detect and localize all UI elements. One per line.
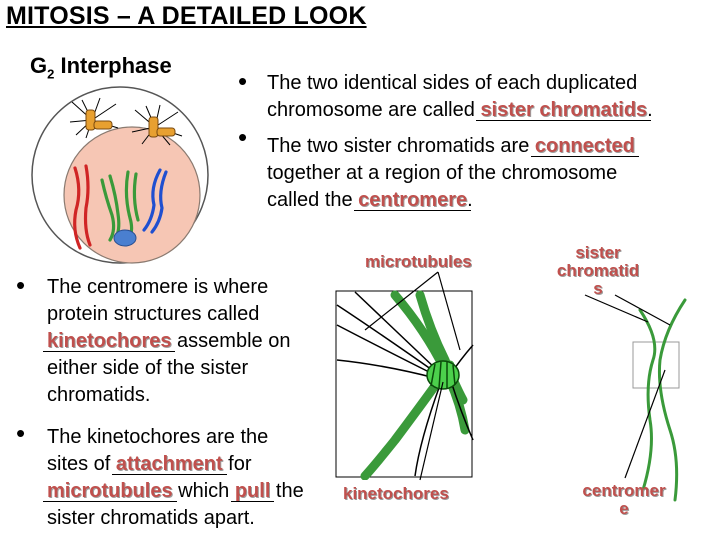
bullet-line: kinetochores assemble on xyxy=(42,328,291,355)
bullet-line: microtubules which pull the xyxy=(43,478,304,505)
fill-in-answer: pull xyxy=(230,478,274,505)
bullet-line: together at a region of the chromosome xyxy=(267,162,618,184)
text-run: The two sister chromatids are xyxy=(267,135,535,157)
bullet-line: The centromere is where xyxy=(47,276,269,298)
text-run: for xyxy=(222,453,252,475)
bullet-marker: • xyxy=(16,270,26,300)
bullet-line: sister chromatids apart. xyxy=(47,507,255,529)
label-centromere: centromer e xyxy=(572,482,676,518)
label-line: chromatid xyxy=(556,261,640,280)
label-line: e xyxy=(619,499,629,518)
nucleus xyxy=(63,126,201,264)
bullet-centromere: The two sister chromatids are connected … xyxy=(267,133,639,214)
slide-title: MITOSIS – A DETAILED LOOK xyxy=(6,2,367,30)
bullet-line: called the centromere. xyxy=(267,187,635,214)
nucleolus xyxy=(113,229,137,247)
fill-in-answer: connected xyxy=(530,133,639,160)
fill-in-answer: sister chromatids xyxy=(476,97,651,124)
text-run: assemble on xyxy=(171,330,291,352)
fill-in-answer: kinetochores xyxy=(42,328,176,355)
text-run: which xyxy=(172,480,235,502)
bullet-kinetochores: The centromere is where protein structur… xyxy=(42,274,291,409)
bullet-marker: • xyxy=(16,418,26,448)
label-sister-chromatids: sister chromatid s xyxy=(546,244,650,298)
text-run: . xyxy=(647,99,653,121)
text-run: . xyxy=(467,189,473,211)
bullet-sister-chromatids: The two identical sides of each duplicat… xyxy=(267,70,653,124)
label-line: s xyxy=(593,279,603,298)
phase-heading: G2 Interphase xyxy=(30,53,172,81)
bullet-line: The kinetochores are the xyxy=(47,426,269,448)
bullet-attachment: The kinetochores are the sites of attach… xyxy=(43,424,304,532)
phase-heading-rest: Interphase xyxy=(54,53,172,78)
label-microtubules: microtubules xyxy=(365,252,472,271)
bullet-line: protein structures called xyxy=(47,303,260,325)
text-run: sites of xyxy=(47,453,116,475)
text-run: chromosome are called xyxy=(267,99,481,121)
fill-in-answer: microtubules xyxy=(43,478,177,505)
fill-in-answer: centromere xyxy=(354,187,472,214)
bullet-line: The two identical sides of each duplicat… xyxy=(267,72,638,94)
kinetochore-diagram xyxy=(335,290,474,480)
label-line: centromer xyxy=(582,481,666,500)
phase-heading-main: G xyxy=(30,53,48,78)
bullet-line: chromatids. xyxy=(47,384,151,406)
fill-in-answer: attachment xyxy=(111,451,227,478)
bullet-line: The two sister chromatids are connected xyxy=(267,133,639,160)
bullet-line: sites of attachment for xyxy=(47,451,304,478)
label-kinetochores: kinetochores xyxy=(343,484,449,503)
text-run: the xyxy=(270,480,304,502)
text-run: called the xyxy=(267,189,359,211)
phase-heading-subscript: 2 xyxy=(47,66,55,82)
label-line: sister xyxy=(575,243,621,262)
bullet-line: chromosome are called sister chromatids. xyxy=(267,97,653,124)
cell-illustration xyxy=(31,86,209,264)
kinetochore-blob xyxy=(426,360,460,390)
bullet-marker: • xyxy=(238,66,248,96)
bullet-marker: • xyxy=(238,122,248,152)
bullet-line: either side of the sister xyxy=(47,357,249,379)
